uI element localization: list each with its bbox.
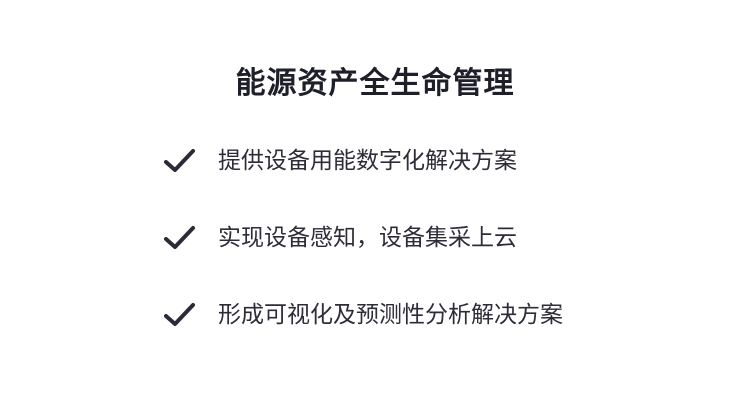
- feature-text: 形成可视化及预测性分析解决方案: [218, 302, 563, 328]
- check-icon: [164, 224, 196, 252]
- check-icon: [164, 301, 196, 329]
- check-icon: [164, 147, 196, 175]
- page-title: 能源资产全生命管理: [235, 66, 515, 101]
- list-item: 提供设备用能数字化解决方案: [164, 143, 517, 179]
- feature-text: 提供设备用能数字化解决方案: [218, 148, 517, 174]
- list-item: 实现设备感知，设备集采上云: [164, 220, 517, 256]
- list-item: 形成可视化及预测性分析解决方案: [164, 297, 563, 333]
- feature-text: 实现设备感知，设备集采上云: [218, 225, 517, 251]
